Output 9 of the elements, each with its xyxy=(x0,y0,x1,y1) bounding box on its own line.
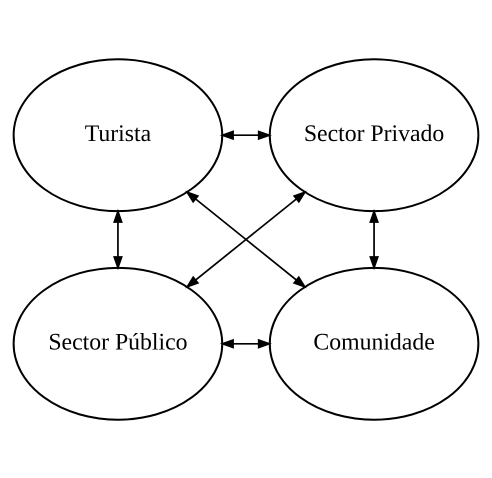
arrow xyxy=(113,208,123,270)
arrow xyxy=(369,208,379,270)
node-ellipse: Comunidade xyxy=(268,266,480,420)
node-ellipse: Sector Público xyxy=(12,266,224,420)
arrow xyxy=(220,130,272,140)
arrow xyxy=(220,338,272,348)
node-ellipse: Sector Privado xyxy=(268,58,480,212)
arrow xyxy=(185,190,307,288)
node-ellipse: Turista xyxy=(12,58,224,212)
